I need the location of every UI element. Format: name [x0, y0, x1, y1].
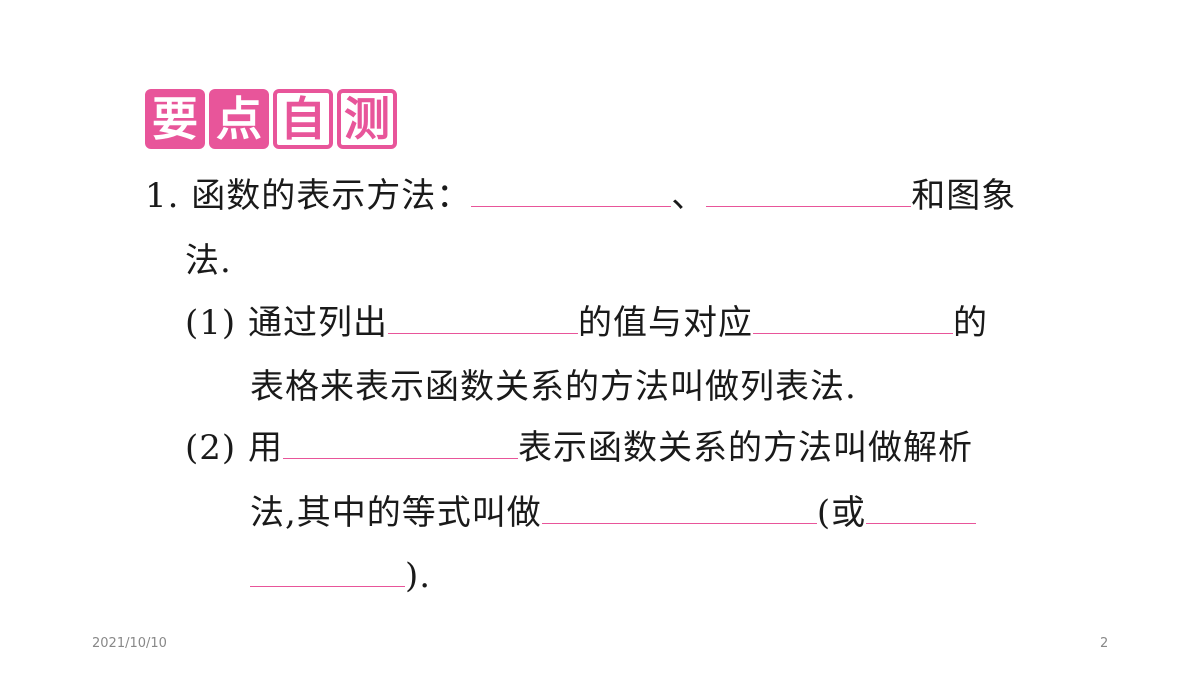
footer-date: 2021/10/10	[92, 636, 167, 651]
blank-7[interactable]	[866, 493, 977, 524]
blank-8[interactable]	[250, 556, 405, 587]
question-stem: 函数的表示方法：	[191, 176, 472, 216]
part-1-line-1: (1) 通过列出 的值与对应 的	[185, 303, 988, 343]
heading-char-4: 测	[337, 89, 397, 149]
section-heading: 要 点 自 测	[145, 89, 397, 149]
heading-char-2: 点	[209, 89, 269, 149]
part-2-text-d: (或	[816, 493, 867, 533]
question-1-line-2: 法.	[185, 241, 232, 281]
heading-char-1: 要	[145, 89, 205, 149]
stem-separator: 、	[671, 176, 707, 216]
part-2-line-1: (2) 用 表示函数关系的方法叫做解析	[185, 428, 973, 468]
part-1-text-d: 表格来表示函数关系的方法叫做列表法.	[250, 367, 857, 407]
blank-4[interactable]	[752, 303, 953, 334]
blank-2[interactable]	[706, 176, 912, 207]
part-2-text-e: ).	[405, 556, 432, 596]
part-2-text-b: 表示函数关系的方法叫做解析	[517, 428, 973, 468]
heading-char-3: 自	[273, 89, 333, 149]
stem-wrap: 法.	[185, 241, 232, 281]
part-1-text-b: 的值与对应	[577, 303, 753, 343]
stem-after: 和图象	[911, 176, 1017, 216]
part-2-line-3: ).	[250, 556, 431, 596]
part-1-text-a: 通过列出	[247, 303, 388, 343]
part-1-label: (1)	[185, 303, 237, 343]
part-1-text-c: 的	[952, 303, 988, 343]
part-2-text-a: 用	[247, 428, 283, 468]
part-1-line-2: 表格来表示函数关系的方法叫做列表法.	[250, 367, 857, 407]
part-2-label: (2)	[185, 428, 237, 468]
footer-page-number: 2	[1100, 636, 1109, 651]
question-number: 1.	[145, 176, 180, 216]
blank-3[interactable]	[387, 303, 578, 334]
part-2-line-2: 法,其中的等式叫做 (或	[250, 493, 977, 533]
blank-5[interactable]	[282, 428, 518, 459]
blank-1[interactable]	[471, 176, 672, 207]
question-1-line-1: 1. 函数的表示方法： 、 和图象	[145, 176, 1016, 216]
part-2-text-c: 法,其中的等式叫做	[250, 493, 542, 533]
blank-6[interactable]	[541, 493, 817, 524]
